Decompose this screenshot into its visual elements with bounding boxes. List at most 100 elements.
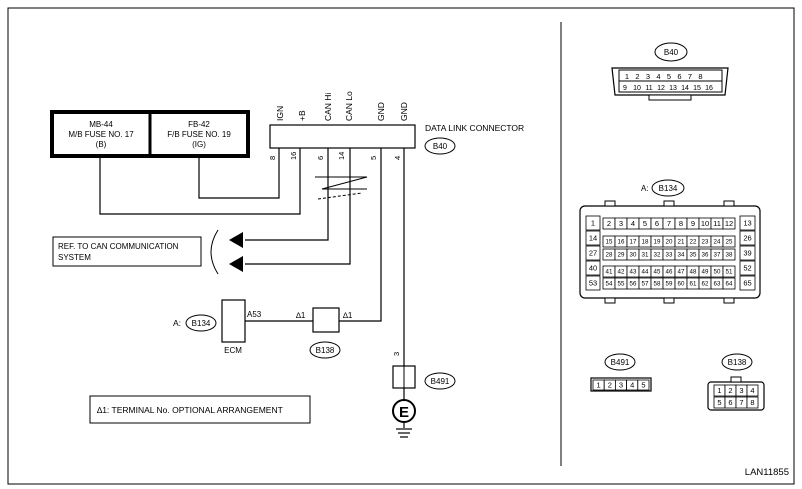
ecm-label: ECM xyxy=(224,346,242,355)
pin-number-14: 14 xyxy=(337,152,346,160)
b40-pin: 9 xyxy=(623,85,627,92)
b134-pin: 47 xyxy=(678,269,685,276)
b134-pin: 22 xyxy=(690,239,697,246)
fuse-1-id: MB-44 xyxy=(89,120,113,129)
b134-pin: 30 xyxy=(630,252,637,259)
twisted-pair-symbol xyxy=(315,176,368,200)
b491-pin: 4 xyxy=(630,381,634,390)
b134-pin: 52 xyxy=(743,264,751,273)
b491-pin: 5 xyxy=(641,381,645,390)
b134-pin: 6 xyxy=(655,219,659,228)
b134-pin: 58 xyxy=(654,281,661,288)
fuse-2-name: F/B FUSE NO. 19 xyxy=(167,130,231,139)
b134-pin-cell xyxy=(739,275,756,291)
wire-gnd-1 xyxy=(339,148,382,322)
b134-pin: 45 xyxy=(654,269,661,276)
fuse-1-type: (B) xyxy=(96,140,107,149)
b134-pin: 12 xyxy=(725,219,733,228)
b134-pin-cell xyxy=(722,248,736,261)
b138-pin: 3 xyxy=(739,386,743,395)
b40-pin: 13 xyxy=(669,85,677,92)
b40-pin: 6 xyxy=(677,72,681,81)
b134-pin: 23 xyxy=(702,239,709,246)
b138-pin-cell xyxy=(746,396,759,409)
b134-pin: 32 xyxy=(654,252,661,259)
fuse-1-name: M/B FUSE NO. 17 xyxy=(68,130,134,139)
b134-pin: 50 xyxy=(714,269,721,276)
b134-pin: 54 xyxy=(606,281,613,288)
b134-pin: 3 xyxy=(619,219,623,228)
b134-pin-cell xyxy=(722,265,736,278)
b134-pin: 21 xyxy=(678,239,685,246)
wire-b-plus xyxy=(99,148,301,215)
b134-pin: 60 xyxy=(678,281,685,288)
b134-pin-cell xyxy=(722,217,736,230)
b134-pin-cell xyxy=(722,235,736,248)
b134-pin: 15 xyxy=(606,239,613,246)
b491-pin: 1 xyxy=(597,381,601,390)
junction-connector: ∆1 ∆1 B138 xyxy=(296,307,353,359)
can-hi-arrow xyxy=(229,232,243,248)
b134-pin: 8 xyxy=(679,219,683,228)
pin-label-gnd-1: GND xyxy=(376,102,386,121)
pin-label-b: +B xyxy=(297,110,307,121)
pin-number-16: 16 xyxy=(289,152,298,160)
b134-pin: 51 xyxy=(726,269,733,276)
b40-pin: 16 xyxy=(705,85,713,92)
b40-connector-face: B40 1 2 3 4 5 6 7 8 9 10 11 12 13 14 15 … xyxy=(611,42,729,101)
b40-pin: 5 xyxy=(667,72,671,81)
b134-pin: 62 xyxy=(702,281,709,288)
b134-pin: 4 xyxy=(631,219,635,228)
ecm-prefix: A: xyxy=(173,318,181,328)
b134-pin: 35 xyxy=(690,252,697,259)
b134-pin: 55 xyxy=(618,281,625,288)
b138-pin: 4 xyxy=(750,386,754,395)
b134-prefix: A: xyxy=(641,184,649,193)
b134-pin: 11 xyxy=(713,219,721,228)
b134-pin-cell xyxy=(585,245,601,261)
fuse-2-id: FB-42 xyxy=(188,120,210,129)
b40-pin: 14 xyxy=(681,85,689,92)
b491-pin: 2 xyxy=(608,381,612,390)
b134-pin: 57 xyxy=(642,281,649,288)
b134-pin: 27 xyxy=(589,249,597,258)
b134-pin: 53 xyxy=(589,279,597,288)
wire-can-lo xyxy=(245,148,351,265)
b134-pin: 26 xyxy=(743,234,751,243)
b134-pin: 17 xyxy=(630,239,637,246)
b134-pin: 5 xyxy=(643,219,647,228)
b134-pin: 19 xyxy=(654,239,661,246)
b134-pin: 38 xyxy=(726,252,733,259)
ground-symbol-letter: E xyxy=(399,404,409,421)
wire-ign xyxy=(198,148,280,199)
b134-pin: 41 xyxy=(606,269,613,276)
b491-label: B491 xyxy=(611,358,630,367)
b134-pin: 49 xyxy=(702,269,709,276)
b134-pin-cell xyxy=(585,230,601,246)
b40-pin: 4 xyxy=(656,72,660,81)
b491-pin-cell xyxy=(637,379,650,391)
b134-pin: 18 xyxy=(642,239,649,246)
b40-pin: 11 xyxy=(645,85,652,92)
star-left: ∆1 xyxy=(296,311,306,320)
wire-can-hi xyxy=(245,148,329,241)
b134-pin: 7 xyxy=(667,219,671,228)
b134-pin: 56 xyxy=(630,281,637,288)
b134-pin-cell xyxy=(585,275,601,291)
b134-pin: 9 xyxy=(691,219,695,228)
ecm-pin: A53 xyxy=(247,310,262,319)
b40-pin: 1 xyxy=(625,72,629,81)
b134-pin: 2 xyxy=(607,219,611,228)
b134-pin: 1 xyxy=(591,219,595,228)
ground-circuit: 3 B491 E xyxy=(392,352,456,438)
pin-number-6: 6 xyxy=(316,156,325,160)
b134-pin: 63 xyxy=(714,281,721,288)
can-reference: REF. TO CAN COMMUNICATION SYSTEM xyxy=(52,229,243,275)
fuse-2-type: (IG) xyxy=(192,140,206,149)
b134-pin: 28 xyxy=(606,252,613,259)
